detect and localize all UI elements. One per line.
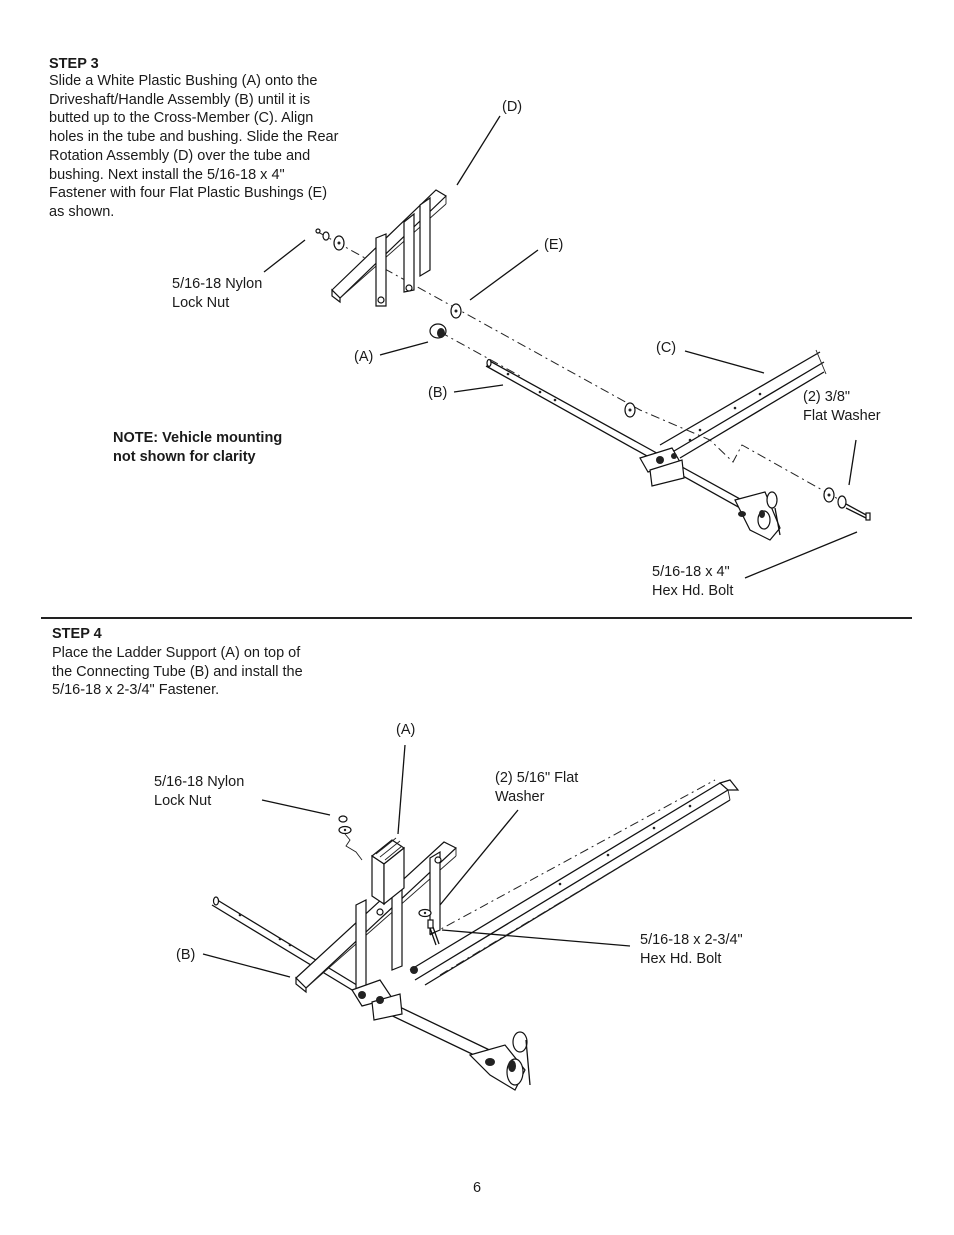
leader-c: [684, 350, 765, 374]
step3-label-washer: (2) 3/8" Flat Washer: [803, 389, 881, 424]
rear-rotation-assembly-d: [331, 189, 447, 307]
leader4-bolt: [441, 929, 631, 947]
leader-b: [453, 384, 504, 393]
leader-nut: [263, 239, 306, 273]
leader4-b: [202, 953, 291, 978]
centerline-bolt: [317, 231, 841, 501]
leader-d: [456, 115, 501, 186]
step4-label-bolt: 5/16-18 x 2-3/4" Hex Hd. Bolt: [640, 932, 743, 967]
leader-a: [379, 341, 429, 356]
page-number: 6: [472, 1180, 482, 1196]
fastener-parts-step4: [338, 815, 440, 946]
step4-heading: STEP 4: [52, 626, 102, 642]
step4-instructions: Place the Ladder Support (A) on top of t…: [52, 645, 303, 699]
long-tube-step4: [409, 779, 740, 986]
step4-label-washer: (2) 5/16" Flat Washer: [495, 770, 579, 805]
ladder-support-a: [370, 837, 406, 906]
leader-bolt: [744, 531, 858, 579]
step4-label-a: (A): [396, 722, 416, 738]
step4-diagram: [202, 744, 740, 1091]
leader-e: [469, 249, 539, 301]
section-divider: [41, 617, 912, 619]
step4-label-b: (B): [176, 947, 196, 963]
pivot-bracket-step3: [639, 447, 781, 541]
fastener-parts-step3: [315, 228, 871, 521]
step3-instructions: Slide a White Plastic Bushing (A) onto t…: [49, 73, 339, 220]
pivot-bracket-step4: [351, 966, 531, 1091]
step3-label-nut: 5/16-18 Nylon Lock Nut: [172, 276, 263, 311]
step3-diagram: [263, 115, 871, 579]
leader-washer: [848, 439, 857, 486]
connecting-tube-b: [211, 896, 366, 997]
centerline-bushing: [439, 331, 521, 377]
step3-label-c: (C): [656, 340, 677, 356]
step3-label-bolt: 5/16-18 x 4" Hex Hd. Bolt: [652, 564, 734, 599]
step3-label-d: (D): [502, 99, 523, 115]
step3-label-b: (B): [428, 385, 448, 401]
driveshaft-handle-b: [485, 358, 761, 519]
leader4-nut: [261, 799, 331, 816]
step3-heading: STEP 3: [49, 56, 99, 72]
step4-label-nut: 5/16-18 Nylon Lock Nut: [154, 774, 245, 809]
step3-label-e: (E): [544, 237, 564, 253]
leader4-washer: [439, 809, 519, 906]
step3-label-a: (A): [354, 349, 374, 365]
leader4-a: [397, 744, 406, 835]
cross-member-c: [659, 349, 827, 459]
step3-note: NOTE: Vehicle mounting not shown for cla…: [113, 430, 283, 465]
